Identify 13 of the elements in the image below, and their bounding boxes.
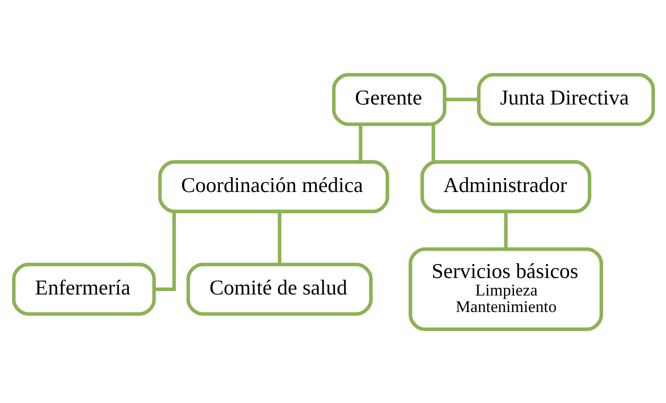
- connector: [358, 124, 362, 162]
- node-box: Comité de salud: [186, 262, 372, 316]
- connector: [444, 97, 478, 101]
- node-box: Enfermería: [12, 262, 156, 316]
- connector: [277, 211, 281, 264]
- node-box: Gerente: [332, 72, 446, 126]
- node-box: Servicios básicos Limpieza Mantenimiento: [408, 246, 603, 331]
- node-box: Junta Directiva: [476, 72, 654, 126]
- connector: [154, 211, 176, 290]
- connector: [504, 211, 508, 249]
- connector: [431, 124, 435, 162]
- node-box: Coordinación médica: [158, 160, 389, 213]
- node-box: Administrador: [420, 160, 591, 213]
